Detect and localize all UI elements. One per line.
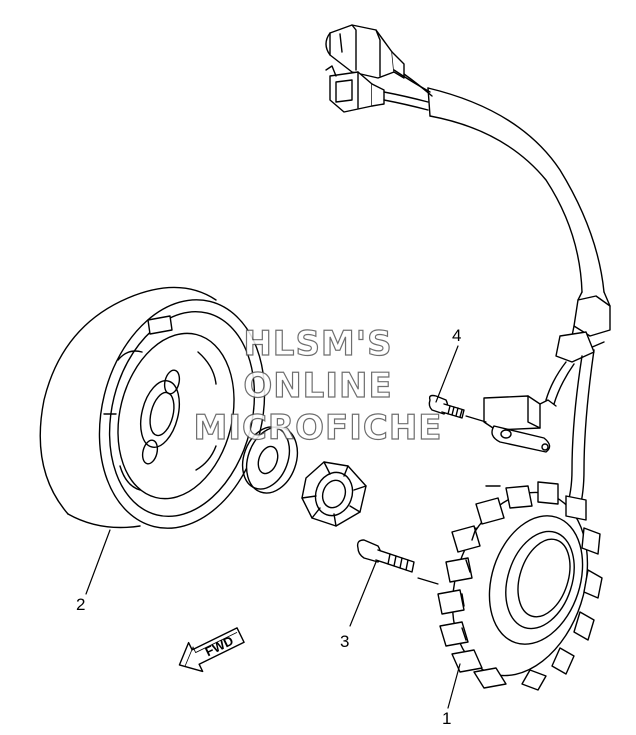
- hex-nut: [301, 461, 367, 527]
- pickup-coil-screw: [428, 394, 465, 419]
- forward-arrow-icon: FWD: [178, 627, 245, 673]
- watermark-line-3: MICROFICHE: [193, 408, 443, 448]
- stator-assembly: [437, 481, 603, 691]
- callout-4: 4: [452, 326, 462, 345]
- wire-connector-flat: [325, 65, 385, 113]
- callout-1: 1: [442, 709, 452, 728]
- watermark-line-2: ONLINE: [243, 366, 393, 406]
- pickup-coil: [483, 395, 557, 453]
- stator-screw: [356, 539, 415, 573]
- flywheel-rotor: [39, 286, 266, 529]
- fwd-label: FWD: [203, 633, 236, 659]
- callout-2: 2: [76, 595, 86, 614]
- leader-lines: [85, 345, 487, 709]
- wire-harness: [383, 69, 611, 541]
- watermark-line-1: HLSM'S: [243, 324, 393, 364]
- callout-3: 3: [340, 632, 350, 651]
- washer: [241, 426, 299, 494]
- wire-connector-round: [325, 24, 405, 79]
